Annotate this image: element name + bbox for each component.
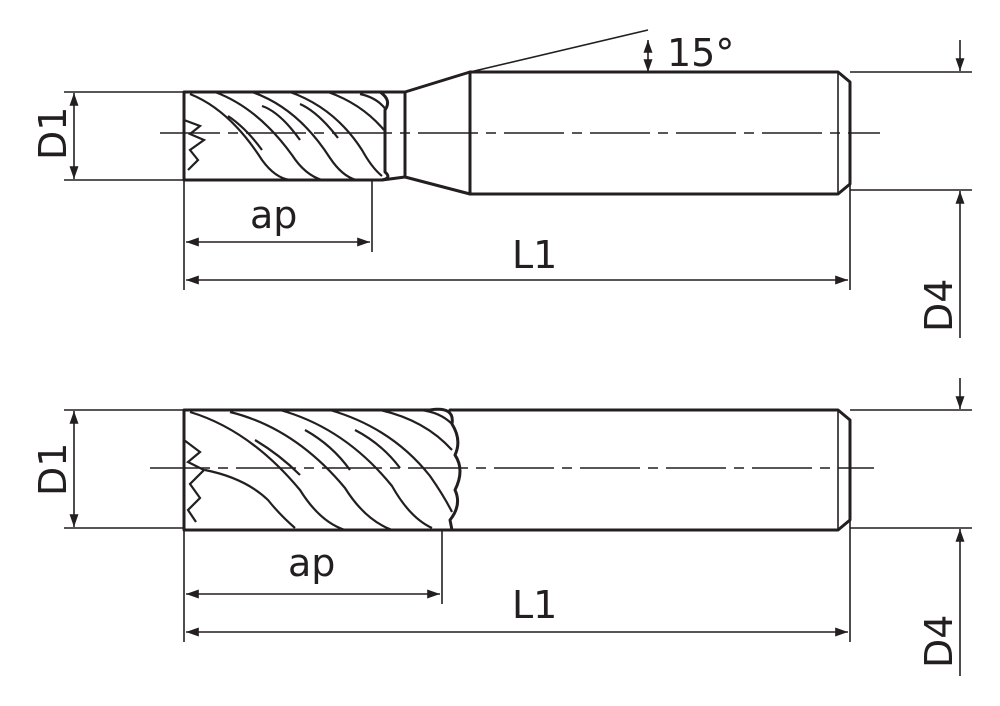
top-tool-cutting-head [182,90,407,182]
top-ap-dimension: ap [183,180,373,290]
bottom-tool-cutting-head [182,407,462,532]
bottom-d4-dimension: D4 [850,378,972,676]
top-d4-label: D4 [917,279,961,332]
bottom-d4-label: D4 [917,615,961,668]
bottom-tool-shank [448,408,852,532]
top-tool-drawing: 15° D1 ap L1 D4 [31,29,972,338]
bottom-d1-dimension: D1 [31,409,184,529]
bottom-ap-dimension: ap [183,530,443,642]
top-angle-dimension: 15° [469,29,734,75]
bottom-l1-label: L1 [512,583,557,627]
bottom-l1-dimension: L1 [186,520,851,642]
top-d1-label: D1 [31,107,75,160]
bottom-d1-label: D1 [31,443,75,496]
top-ap-label: ap [250,193,297,237]
top-l1-dimension: L1 [186,184,851,290]
top-d4-dimension: D4 [850,40,972,338]
bottom-ap-label: ap [288,541,335,585]
top-angle-label: 15° [667,31,734,75]
top-tool-neck [403,70,472,196]
bottom-tool-drawing: D1 ap L1 D4 [31,378,972,676]
top-d1-dimension: D1 [31,91,184,181]
top-l1-label: L1 [512,233,557,277]
